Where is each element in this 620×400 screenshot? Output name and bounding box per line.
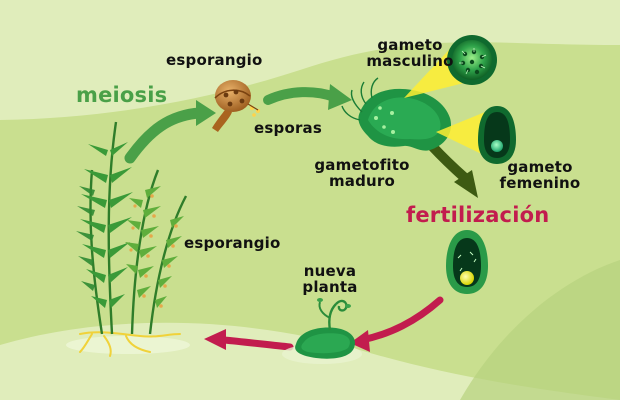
female-gamete-label-line2: femenino	[499, 173, 581, 192]
male-gamete-label: gameto masculino	[362, 36, 458, 70]
sporangium-top-label: esporangio	[166, 51, 263, 69]
meiosis-label: meiosis	[76, 83, 168, 107]
arrow-to-gametophyte	[263, 84, 352, 110]
sporangium-side-label: esporangio	[184, 234, 281, 252]
gametophyte-label: gametofito maduro	[314, 156, 410, 190]
sporangium-icon	[212, 80, 260, 132]
gametophyte-label-line1: gametofito	[314, 156, 410, 174]
spores-label: esporas	[254, 119, 322, 137]
young-plant-label-line1: nueva	[303, 262, 357, 280]
female-gamete-label: gameto femenino	[498, 158, 582, 192]
arrow-to-fertilization	[427, 141, 478, 198]
female-gamete-label-line1: gameto	[507, 158, 573, 176]
zygote-icon	[446, 230, 488, 294]
young-plant-icon	[282, 298, 362, 364]
male-gamete-label-line2: masculino	[366, 51, 454, 70]
fern-plant-icon	[66, 121, 190, 357]
fertilization-label: fertilización	[406, 203, 550, 227]
arrow-to-sporangium	[124, 100, 216, 164]
female-gamete-icon	[436, 106, 516, 164]
arrow-to-adult-fern	[204, 329, 294, 351]
male-gamete-icon	[404, 35, 497, 98]
arrow-to-young-plant	[350, 296, 444, 352]
gametophyte-icon	[341, 77, 452, 151]
young-plant-label: nueva planta	[298, 262, 362, 296]
gametophyte-label-line2: maduro	[328, 171, 396, 190]
young-plant-label-line2: planta	[302, 277, 358, 296]
male-gamete-label-line1: gameto	[377, 36, 443, 54]
